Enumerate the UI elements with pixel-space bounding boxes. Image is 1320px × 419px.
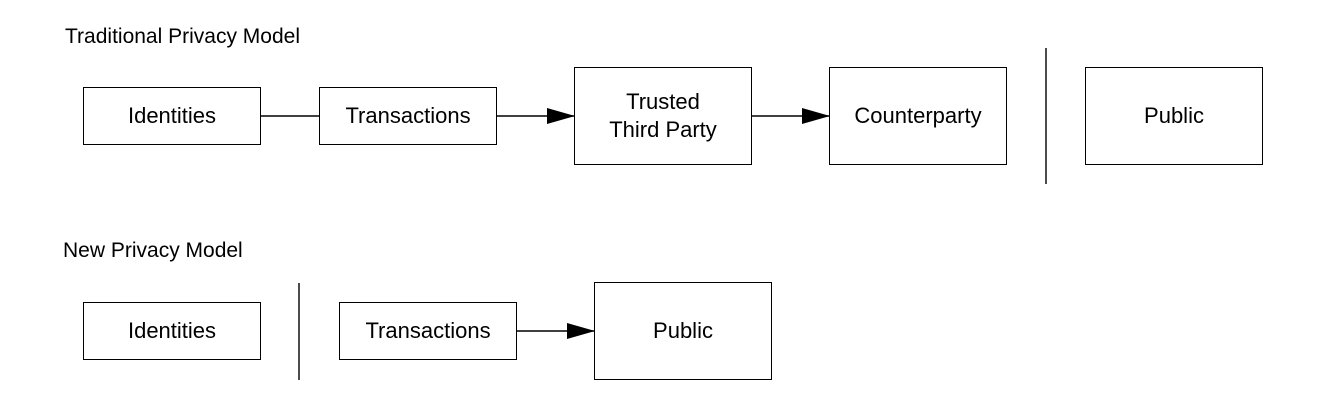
- new-public-label: Public: [653, 318, 713, 343]
- traditional-public-box: Public: [1085, 67, 1263, 165]
- traditional-model-title: Traditional Privacy Model: [65, 25, 300, 48]
- new-identities-label: Identities: [127, 318, 217, 343]
- trusted-third-party-label: Trusted Third Party: [609, 89, 717, 142]
- new-transactions-box: Transactions: [339, 302, 517, 360]
- traditional-identities-label: Identities: [127, 103, 217, 128]
- traditional-transactions-label: Transactions: [345, 103, 471, 128]
- traditional-identities-box: Identities: [83, 87, 261, 145]
- traditional-transactions-box: Transactions: [319, 87, 497, 145]
- counterparty-box: Counterparty: [829, 67, 1007, 165]
- new-public-box: Public: [594, 282, 772, 380]
- new-transactions-label: Transactions: [365, 318, 491, 343]
- trusted-third-party-box: Trusted Third Party: [574, 67, 752, 165]
- traditional-public-label: Public: [1144, 103, 1204, 128]
- counterparty-label: Counterparty: [854, 103, 982, 128]
- new-model-title: New Privacy Model: [63, 239, 243, 262]
- new-identities-box: Identities: [83, 302, 261, 360]
